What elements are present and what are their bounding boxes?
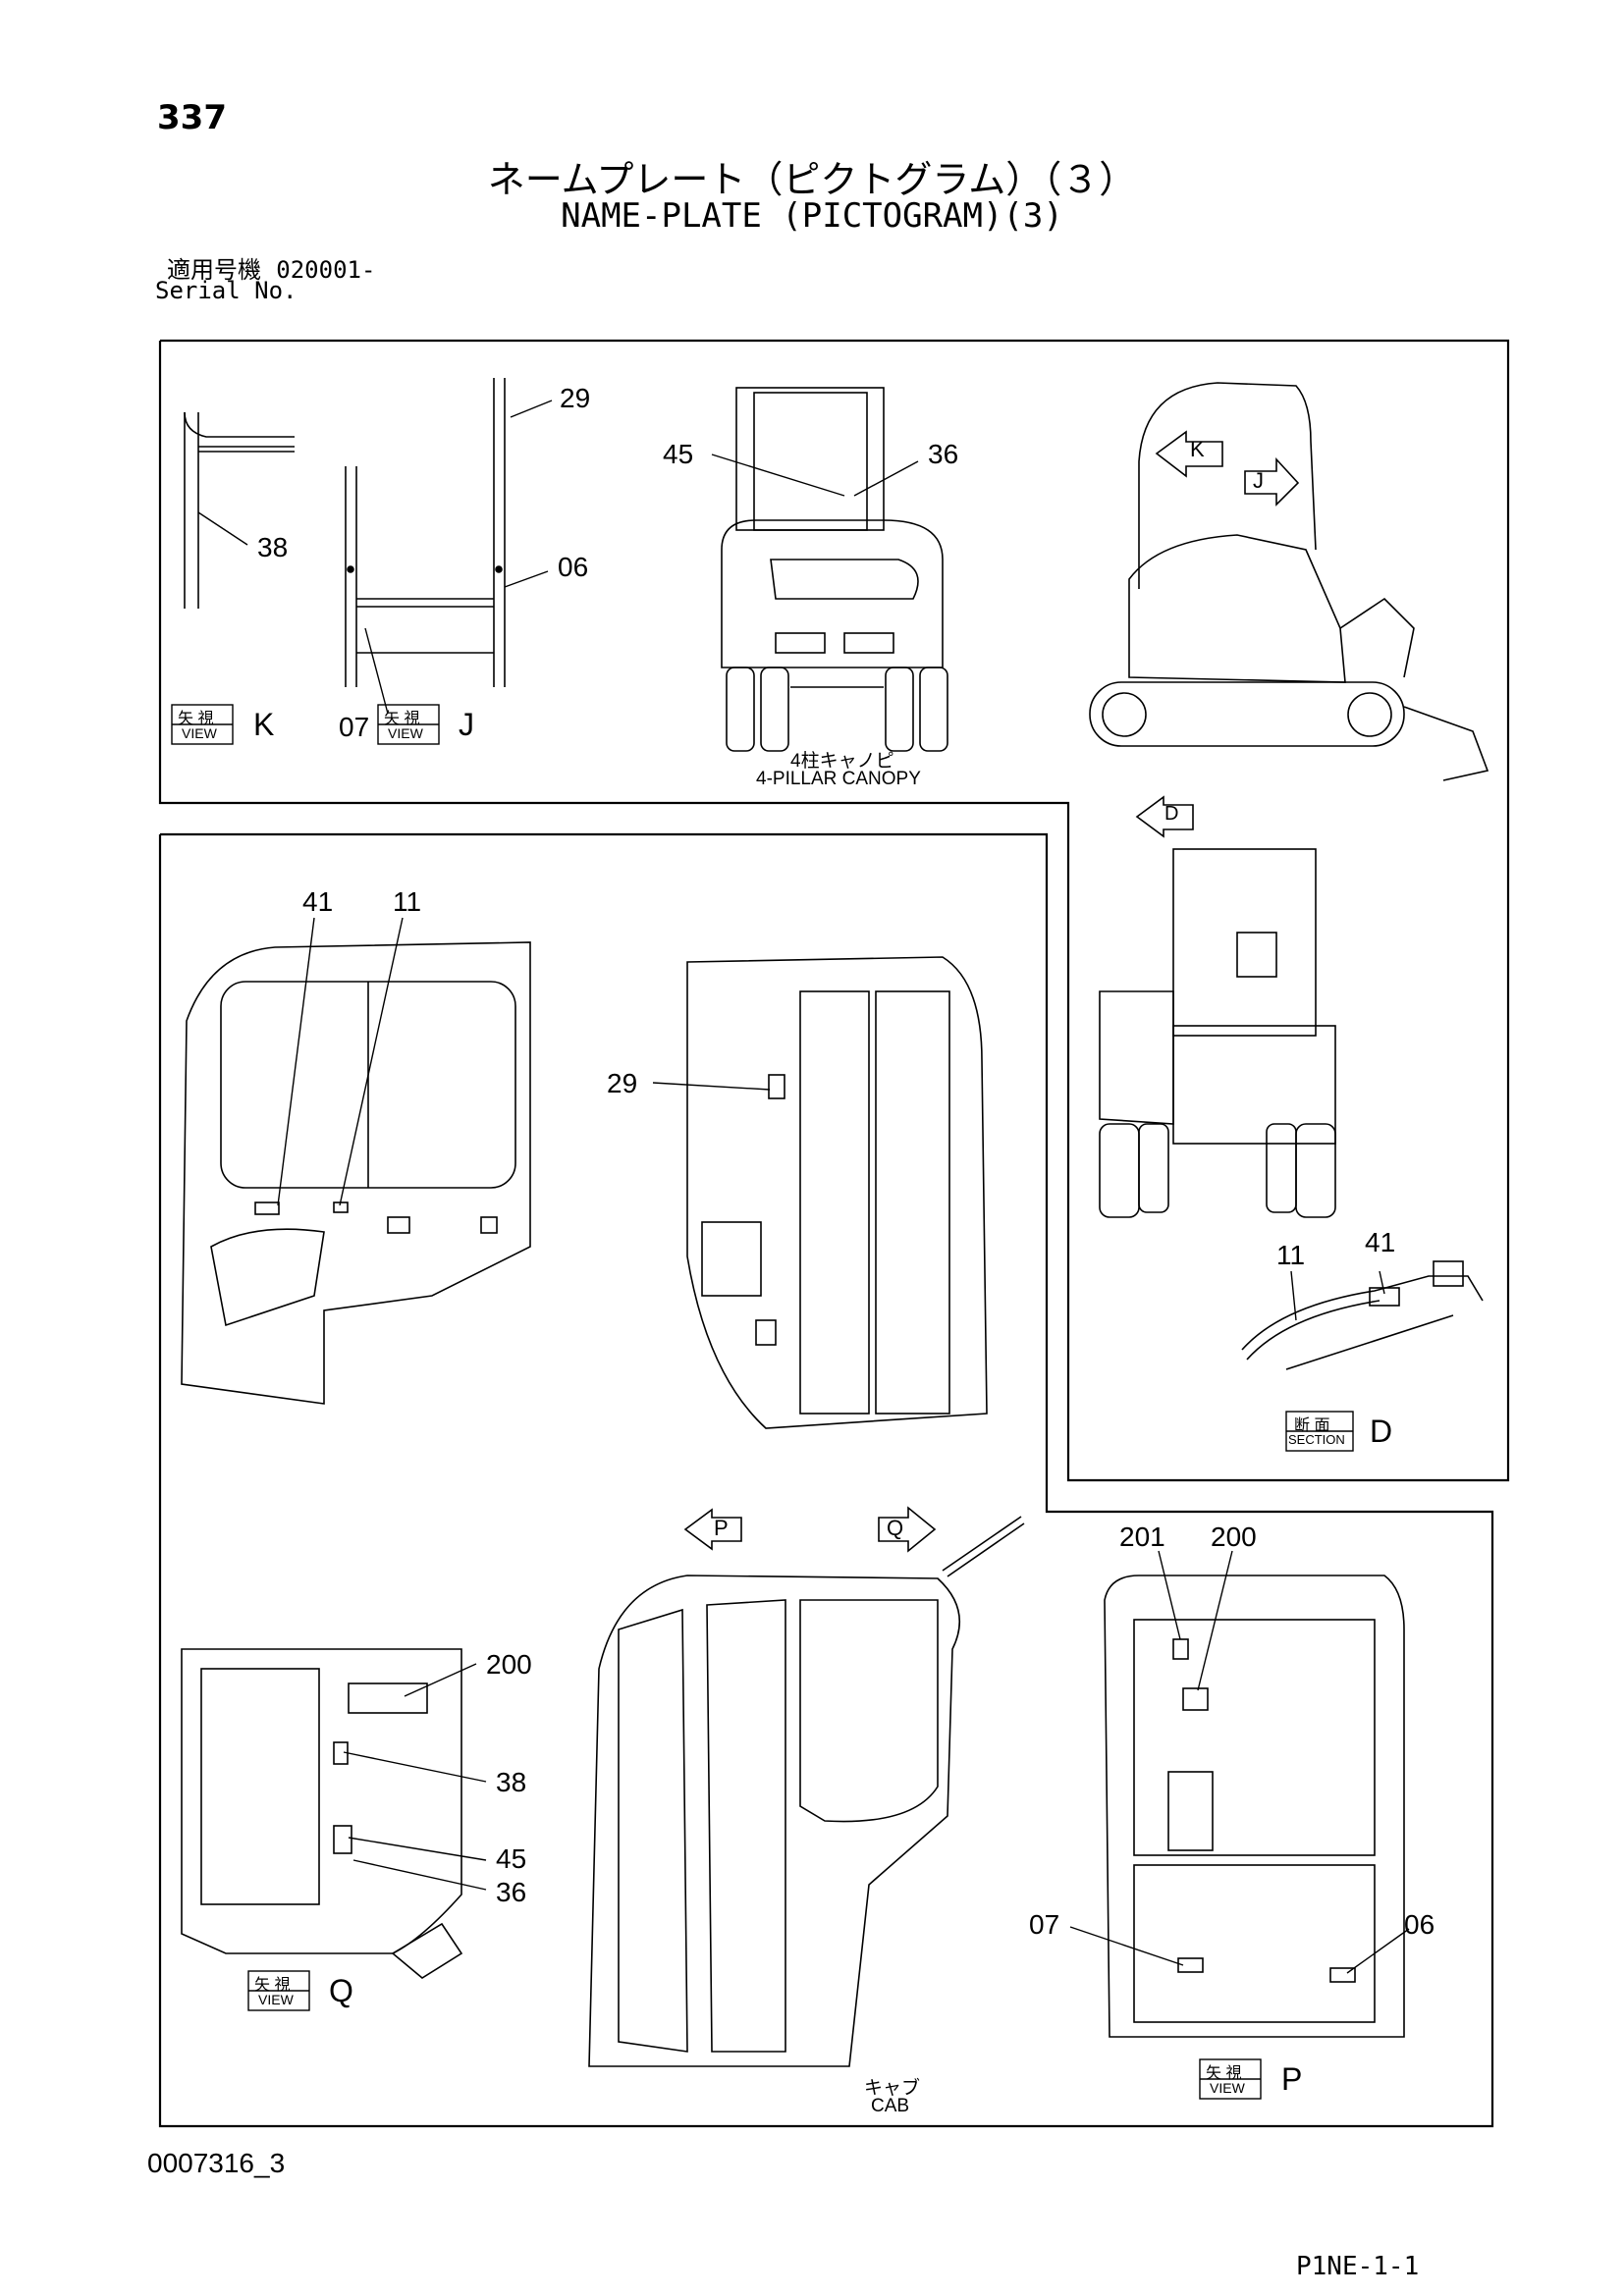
callout-07: 07 <box>339 712 370 742</box>
arrow-d-letter: D <box>1164 803 1179 825</box>
callout-41: 41 <box>1365 1227 1396 1257</box>
section-d-letter: D <box>1370 1414 1393 1449</box>
view-p-letter: P <box>1281 2061 1303 2097</box>
callout-07: 07 <box>1029 1909 1060 1940</box>
view-jp-label: 矢 視 <box>1206 2065 1242 2082</box>
arrow-q <box>878 1506 937 1553</box>
callout-201: 201 <box>1119 1522 1165 1552</box>
callout-29: 29 <box>607 1068 638 1098</box>
section-en-label: SECTION <box>1288 1432 1345 1447</box>
canopy-caption-en: 4-PILLAR CANOPY <box>756 769 921 789</box>
cab-right-drawing <box>686 956 988 1429</box>
callout-06: 06 <box>1404 1909 1435 1940</box>
callout-200: 200 <box>1211 1522 1257 1552</box>
callout-29: 29 <box>560 383 591 413</box>
callout-41: 41 <box>302 886 334 917</box>
arrow-k <box>1155 430 1223 478</box>
diagram-frames <box>158 339 1510 2128</box>
section-jp-label: 断 面 <box>1294 1417 1330 1434</box>
title-japanese: ネームプレート（ピクトグラム）（３） <box>487 158 1137 201</box>
view-arrows <box>683 430 1300 1553</box>
view-j-detail <box>345 378 506 687</box>
canopy-caption-jp: 4柱キャノピ <box>790 751 894 772</box>
callout-11: 11 <box>1276 1240 1306 1270</box>
view-p-box: 矢 視 VIEW <box>1200 2059 1261 2099</box>
view-en-label: VIEW <box>1210 2080 1245 2096</box>
view-j-letter: J <box>459 707 474 742</box>
serial-value: 020001- <box>276 256 376 284</box>
view-k-box: 矢 視 VIEW <box>172 705 233 744</box>
view-q-letter: Q <box>329 1973 353 2008</box>
view-p-drawing <box>1104 1575 1405 2038</box>
view-jp-label: 矢 視 <box>384 711 420 727</box>
cab-caption-jp: キャブ <box>864 2078 921 2099</box>
arrow-k-letter: K <box>1190 437 1205 461</box>
page-code: P1NE-1-1 <box>1296 2252 1420 2281</box>
cab-left-drawing <box>181 941 531 1405</box>
arrow-p-letter: P <box>714 1516 729 1540</box>
cab-caption-en: CAB <box>871 2096 910 2116</box>
arrow-p <box>683 1508 742 1551</box>
title-english: NAME-PLATE (PICTOGRAM)(3) <box>561 196 1063 236</box>
view-k-letter: K <box>253 707 275 742</box>
arrow-j <box>1244 456 1300 507</box>
callout-11: 11 <box>393 886 422 917</box>
callout-45: 45 <box>496 1843 527 1874</box>
callout-45: 45 <box>663 439 694 469</box>
serial-label-japanese: 適用号機 020001- <box>167 250 375 285</box>
callout-36: 36 <box>496 1877 527 1907</box>
section-d-box: 断 面 SECTION <box>1286 1412 1353 1451</box>
page-number: 337 <box>157 98 227 137</box>
leader-lines <box>197 400 1410 1974</box>
excavator-rear-drawing <box>1099 848 1336 1218</box>
view-j-box: 矢 視 VIEW <box>378 705 439 744</box>
callout-38: 38 <box>257 532 289 562</box>
arrow-q-letter: Q <box>887 1516 904 1540</box>
callout-06: 06 <box>558 552 589 582</box>
arrow-j-letter: J <box>1253 468 1264 493</box>
serial-label-english: Serial No. <box>155 277 298 304</box>
view-en-label: VIEW <box>388 725 423 741</box>
callout-36: 36 <box>928 439 959 469</box>
view-label-boxes <box>171 704 1354 2100</box>
section-d-detail <box>1241 1260 1484 1370</box>
view-jp-label: 矢 視 <box>178 711 214 727</box>
callout-200: 200 <box>486 1649 532 1680</box>
callout-38: 38 <box>496 1767 527 1797</box>
serial-label-jp: 適用号機 <box>167 256 261 284</box>
view-jp-label: 矢 視 <box>254 1977 291 1994</box>
arrow-d <box>1135 795 1194 838</box>
view-en-label: VIEW <box>258 1992 294 2007</box>
view-q-drawing <box>181 1648 463 1979</box>
excavator-side-drawing <box>1089 382 1489 781</box>
view-k-detail <box>184 411 295 609</box>
canopy-rear-drawing <box>721 387 948 752</box>
view-q-box: 矢 視 VIEW <box>248 1971 309 2010</box>
view-en-label: VIEW <box>182 725 217 741</box>
cab-perspective-drawing <box>588 1516 1025 2067</box>
figure-id: 0007316_3 <box>147 2148 286 2178</box>
